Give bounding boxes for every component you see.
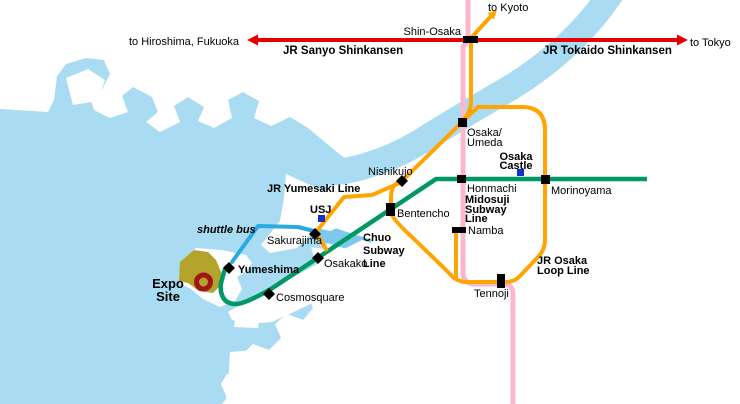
svg-text:JR Osaka: JR Osaka xyxy=(537,255,588,267)
station-markers xyxy=(223,36,550,300)
svg-text:Umeda: Umeda xyxy=(467,137,503,149)
station-label-tennoji: Tennoji xyxy=(474,288,509,300)
line-label-jr-yumesaki: JR Yumesaki Line xyxy=(267,183,360,195)
station-marker-shin-osaka xyxy=(463,36,478,43)
station-label-osaka-umeda: Osaka/ Umeda xyxy=(467,127,503,149)
poi-marker-osaka-castle xyxy=(517,169,524,176)
port-pier-2 xyxy=(228,350,256,386)
line-label-jr-tokaido-shinkansen: JR Tokaido Shinkansen xyxy=(543,45,672,57)
station-label-nishikujo: Nishikujo xyxy=(368,166,413,178)
svg-text:Subway: Subway xyxy=(465,204,507,216)
peninsula-usj xyxy=(261,174,356,253)
arrow-to-tokyo-icon xyxy=(677,34,688,46)
station-label-cosmosquare: Cosmosquare xyxy=(276,292,344,304)
port-pier-3 xyxy=(226,392,250,404)
dest-label-hiroshima-fukuoka: to Hiroshima, Fukuoka xyxy=(129,36,240,48)
station-marker-osaka-umeda xyxy=(458,118,467,127)
line-label-jr-osaka-loop: JR Osaka Loop Line xyxy=(537,255,590,277)
station-marker-bentencho xyxy=(386,203,395,216)
station-label-morinoyama: Morinoyama xyxy=(551,185,612,197)
expo-site-ring xyxy=(194,272,213,292)
station-label-shin-osaka: Shin-Osaka xyxy=(404,26,462,38)
svg-text:Osaka/: Osaka/ xyxy=(467,127,503,139)
poi-label-usj: USJ xyxy=(310,204,331,216)
svg-text:Loop Line: Loop Line xyxy=(537,265,590,277)
station-label-honmachi: Honmachi xyxy=(467,183,517,195)
line-label-chuo-subway: Chuo Subway Line xyxy=(363,232,405,270)
svg-text:Line: Line xyxy=(465,213,488,225)
line-label-jr-sanyo-shinkansen: JR Sanyo Shinkansen xyxy=(283,45,403,57)
station-marker-nishikujo xyxy=(396,175,408,187)
station-marker-tennoji xyxy=(497,274,505,288)
svg-text:Castle: Castle xyxy=(499,160,532,172)
svg-text:Osaka: Osaka xyxy=(499,151,533,163)
line-label-midosuji-subway: Midosuji Subway Line xyxy=(465,194,510,225)
station-marker-morinoyama xyxy=(541,175,550,184)
station-marker-osakako xyxy=(312,252,324,264)
poi-label-expo-site: Expo Site xyxy=(152,276,184,304)
islands-layer xyxy=(66,69,382,404)
line-label-shuttle-bus: shuttle bus xyxy=(197,224,256,236)
station-label-osakako: Osakako xyxy=(324,258,367,270)
poi-label-osaka-castle: Osaka Castle xyxy=(499,151,533,172)
svg-text:Line: Line xyxy=(363,258,386,270)
svg-text:Expo: Expo xyxy=(152,276,184,291)
station-marker-sakurajima xyxy=(309,228,321,240)
station-marker-namba xyxy=(452,227,466,233)
dest-label-kyoto: to Kyoto xyxy=(488,2,528,14)
line-shuttle-bus xyxy=(230,224,316,264)
line-jr-yumesaki xyxy=(314,180,403,253)
station-label-namba: Namba xyxy=(468,225,504,237)
poi-marker-usj xyxy=(318,215,325,222)
station-marker-cosmosquare xyxy=(263,288,275,300)
arrow-to-kyoto-icon xyxy=(487,10,497,20)
station-marker-yumeshima xyxy=(223,262,235,274)
port-pier-1 xyxy=(234,314,260,328)
station-label-bentencho: Bentencho xyxy=(397,208,450,220)
station-label-sakurajima: Sakurajima xyxy=(267,235,323,247)
island-pentagon xyxy=(66,69,105,105)
station-label-yumeshima: Yumeshima xyxy=(238,264,300,276)
svg-text:Site: Site xyxy=(156,289,180,304)
svg-text:Subway: Subway xyxy=(363,245,405,257)
arrow-to-hiroshima-icon xyxy=(247,34,258,46)
station-marker-honmachi xyxy=(457,175,466,183)
line-osaka-loop xyxy=(389,105,547,284)
svg-text:Midosuji: Midosuji xyxy=(465,194,510,206)
island-sakishima xyxy=(228,240,382,324)
dest-label-tokyo: to Tokyo xyxy=(690,37,731,49)
svg-text:Chuo: Chuo xyxy=(363,232,391,244)
